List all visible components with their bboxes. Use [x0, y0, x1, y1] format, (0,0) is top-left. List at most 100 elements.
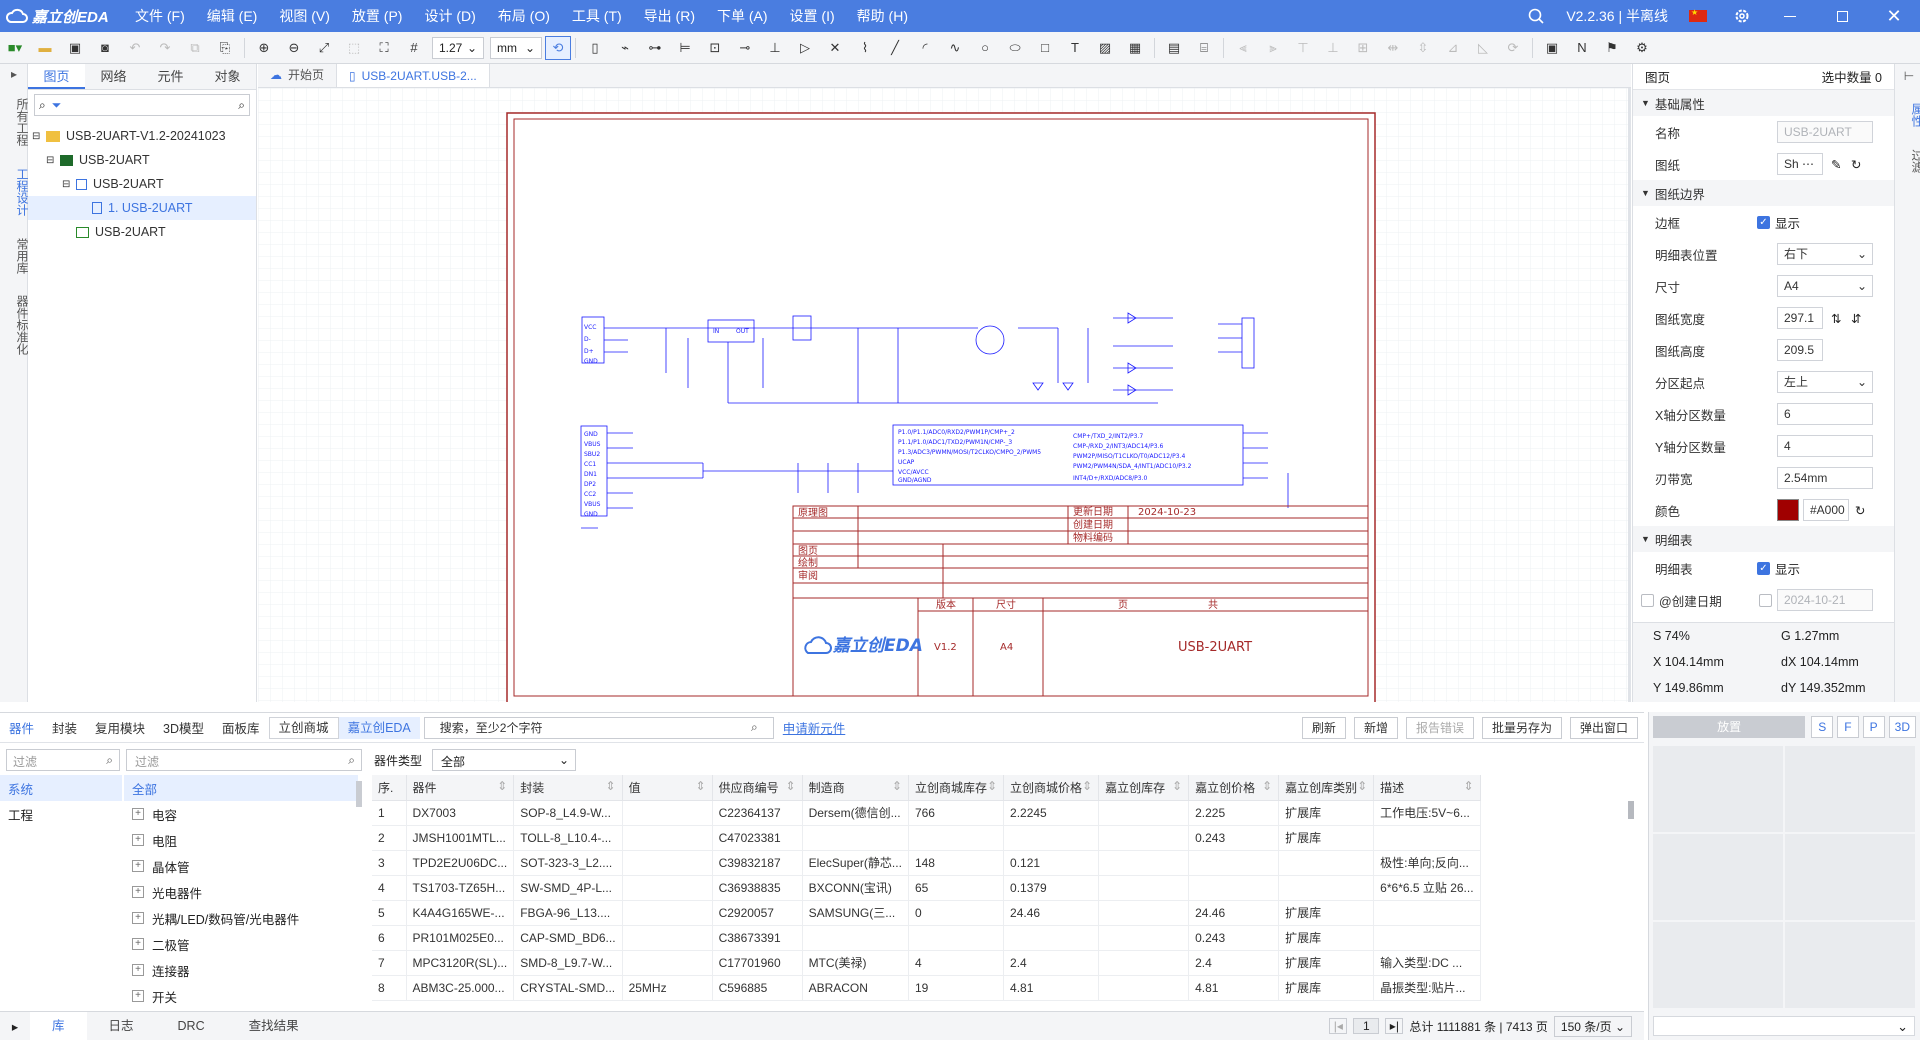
column-header[interactable]: 嘉立创价格 ⇕	[1188, 775, 1280, 801]
column-header[interactable]: 封装 ⇕	[513, 775, 623, 801]
align-center-icon[interactable]: ⊞	[1357, 39, 1369, 55]
menu-item-9[interactable]: 设置 (I)	[789, 8, 835, 24]
gear-icon[interactable]: ⚙	[1636, 39, 1648, 55]
minimize-icon[interactable]	[1764, 0, 1816, 32]
sort-icon[interactable]: ⇕	[605, 778, 616, 793]
type-select[interactable]: 全部⌄	[432, 749, 577, 771]
column-header[interactable]: 立创商城价格 ⇕	[1003, 775, 1100, 801]
search-icon[interactable]	[1514, 0, 1558, 32]
align-top-icon[interactable]: ⊤	[1297, 39, 1309, 55]
width-field[interactable]: 297.1	[1777, 307, 1823, 329]
column-header[interactable]: 嘉立创库类别 ⇕	[1278, 775, 1375, 801]
preview-footprint-button[interactable]: F	[1837, 716, 1859, 738]
net-port-icon[interactable]: ⊡	[709, 39, 721, 55]
export-icon[interactable]: N	[1577, 40, 1587, 55]
fit-view-icon[interactable]: ⤢	[318, 39, 330, 55]
tree-item-sheet[interactable]: 1. USB-2UART	[28, 196, 256, 220]
menu-item-6[interactable]: 工具 (T)	[571, 8, 622, 24]
popout-button[interactable]: 弹出窗口	[1569, 716, 1638, 739]
reset-icon[interactable]: ↻	[1855, 503, 1866, 518]
sort-icon[interactable]: ⇕	[497, 778, 508, 793]
junction-icon[interactable]: ⊸	[739, 39, 751, 55]
preview-symbol-button[interactable]: S	[1811, 716, 1834, 738]
lib-source-project[interactable]: 工程	[8, 808, 34, 823]
tab-nets[interactable]: 网络	[100, 69, 127, 84]
expand-icon[interactable]: +	[132, 808, 144, 820]
restore-icon[interactable]	[1816, 0, 1868, 32]
tab-objects[interactable]: 对象	[214, 69, 241, 84]
vtab-filter[interactable]: 过滤	[1910, 149, 1920, 173]
tab-panel-lib[interactable]: 面板库	[222, 722, 260, 736]
doc-icon[interactable]: ▣	[1545, 39, 1559, 55]
save-icon[interactable]: ▣	[68, 39, 82, 55]
ycount-field[interactable]: 4	[1777, 435, 1873, 457]
open-folder-icon[interactable]: ▬	[38, 40, 52, 55]
undo-icon[interactable]: ↶	[129, 39, 141, 55]
copy-format-icon[interactable]: ⧉	[190, 39, 200, 55]
zoom-area-icon[interactable]: ⬚	[347, 39, 361, 55]
category-scrollbar[interactable]	[356, 781, 362, 807]
category-item[interactable]: +开关	[124, 983, 358, 1009]
preview-select[interactable]: ⌄	[1653, 1016, 1915, 1036]
titlepos-select[interactable]: 右下⌄	[1777, 243, 1873, 265]
tree-item-pcb[interactable]: USB-2UART	[28, 220, 256, 244]
collapse-bottom-icon[interactable]: ▸	[11, 1019, 19, 1034]
category-filter-input[interactable]: 过滤⌕	[126, 749, 362, 771]
sort-icon[interactable]: ⇕	[785, 778, 796, 793]
menu-item-2[interactable]: 视图 (V)	[279, 8, 330, 24]
vtab-project-design[interactable]: 工程设计	[15, 168, 29, 216]
align-right-icon[interactable]: ⫸	[1269, 39, 1277, 55]
place-button[interactable]: 放置	[1653, 716, 1806, 738]
sort-icon[interactable]: ⇕	[891, 778, 902, 793]
sort-icon[interactable]: ⇕	[1463, 778, 1474, 793]
page-current[interactable]: 1	[1353, 1018, 1380, 1034]
add-button[interactable]: 新增	[1353, 716, 1398, 739]
column-header[interactable]: 立创商城库存 ⇕	[908, 775, 1005, 801]
category-item[interactable]: +电容	[124, 801, 358, 827]
bus-icon[interactable]: ⊶	[648, 39, 662, 55]
zoom-selected-icon[interactable]: ⛶	[379, 39, 389, 55]
close-icon[interactable]: ✕	[1886, 5, 1902, 26]
table-scrollbar[interactable]	[1628, 801, 1634, 819]
settings-icon[interactable]	[1720, 0, 1764, 32]
bom-icon[interactable]: ▤	[1167, 39, 1181, 55]
report-error-button[interactable]: 报告错误	[1405, 716, 1474, 739]
tree-item-project[interactable]: ⊟ USB-2UART-V1.2-20241023	[28, 124, 256, 148]
column-header[interactable]: 描述 ⇕	[1373, 775, 1481, 801]
expand-icon[interactable]: +	[132, 886, 144, 898]
grid-icon[interactable]: #	[410, 40, 418, 55]
section-border[interactable]: ▼图纸边界	[1633, 180, 1894, 206]
flip-v-icon[interactable]: ◺	[1478, 39, 1488, 55]
language-flag-icon[interactable]: ★	[1676, 0, 1720, 32]
redo-icon[interactable]: ↷	[159, 39, 171, 55]
arc-icon[interactable]: ◜	[922, 39, 928, 55]
tab-devices[interactable]: 器件	[9, 722, 35, 736]
collapse-icon[interactable]: ⊟	[32, 130, 41, 142]
ellipse-icon[interactable]: ⬭	[1009, 39, 1021, 55]
tab-schematic[interactable]: ▯USB-2UART.USB-2...	[336, 64, 490, 87]
menu-item-10[interactable]: 帮助 (H)	[856, 8, 908, 24]
snap-toggle-icon[interactable]: ⟲	[545, 35, 571, 60]
section-basic[interactable]: ▼基础属性	[1633, 90, 1894, 116]
preview-pcb-button[interactable]: P	[1862, 716, 1885, 738]
no-connect-icon[interactable]: ✕	[829, 39, 841, 55]
border-checkbox[interactable]: ✓显示	[1757, 213, 1800, 232]
apply-new-part-link[interactable]: 申请新元件	[782, 722, 846, 736]
line-icon[interactable]: ╱	[891, 39, 899, 55]
bezier-icon[interactable]: ∿	[949, 39, 961, 55]
preview-3d-button[interactable]: 3D	[1888, 716, 1916, 738]
menu-item-5[interactable]: 布局 (O)	[497, 8, 550, 24]
filter-icon[interactable]: ⏷	[51, 97, 62, 112]
menu-item-3[interactable]: 放置 (P)	[351, 8, 403, 24]
table-checkbox[interactable]: ✓显示	[1757, 559, 1800, 578]
collapse-icon[interactable]: ⊟	[62, 178, 71, 190]
tab-sheets[interactable]: 图页	[28, 64, 85, 89]
new-project-icon[interactable]: ■▾	[7, 39, 23, 55]
menu-item-0[interactable]: 文件 (F)	[135, 8, 185, 24]
flip-h-icon[interactable]: ⊿	[1447, 39, 1459, 55]
category-item[interactable]: +连接器	[124, 957, 358, 983]
tab-log[interactable]: 日志	[108, 1018, 134, 1033]
